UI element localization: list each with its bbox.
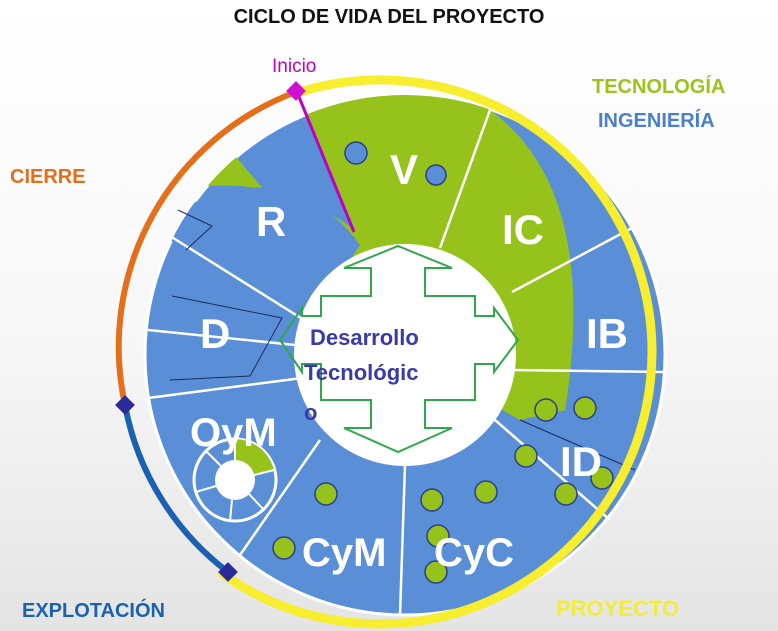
explotacion-label: EXPLOTACIÓN — [22, 600, 165, 622]
four-way-arrow-icon — [278, 244, 520, 454]
green-dot — [474, 480, 498, 504]
segment-label-v: V — [390, 146, 418, 193]
center-text-line3: o — [304, 400, 317, 425]
green-dot — [272, 536, 296, 560]
segment-label-ic: IC — [502, 206, 544, 253]
green-region-top — [295, 95, 490, 355]
blue-dot — [344, 141, 368, 165]
separator-line — [438, 109, 492, 249]
separator-line — [511, 368, 665, 374]
segment-label-d: D — [200, 310, 230, 357]
separator-line — [511, 226, 633, 294]
green-dot — [420, 488, 444, 512]
orange-ring-arc — [115, 89, 298, 406]
separator-line — [169, 234, 305, 322]
center-text-line1: Desarrollo — [310, 325, 419, 350]
green-dot — [590, 466, 614, 490]
green-dot — [426, 524, 450, 548]
separator-line — [238, 439, 322, 556]
yellow-ring-arc — [217, 75, 657, 629]
separator-line — [494, 419, 611, 521]
segment-label-oym: OyM — [190, 411, 277, 455]
inner-outline — [177, 209, 213, 251]
separator-line — [147, 328, 296, 347]
cierre-label: CIERRE — [10, 166, 86, 188]
ingenieria-label: INGENIERÍA — [598, 110, 715, 132]
separator-line — [147, 376, 303, 400]
inicio-label: Inicio — [272, 56, 317, 77]
center-circle — [294, 244, 516, 466]
green-dot — [424, 560, 448, 584]
oym-wheel-icon — [192, 437, 278, 523]
tecnologia-label: TECNOLOGÍA — [592, 76, 726, 98]
green-dot — [554, 482, 578, 506]
segment-label-cyc: CyC — [434, 531, 514, 575]
proyecto-label: PROYECTO — [556, 596, 680, 621]
segment-label-ib: IB — [586, 310, 628, 357]
center-text-line2: Tecnológic — [304, 360, 419, 385]
inicio-diamond — [286, 81, 306, 101]
inner-outline — [519, 419, 636, 471]
separator-line — [398, 464, 407, 616]
page-title: CICLO DE VIDA DEL PROYECTO — [233, 6, 545, 28]
green-dot — [534, 398, 558, 422]
inicio-line — [295, 91, 356, 233]
segment-label-cym: CyM — [302, 531, 386, 575]
segment-label-id: ID — [560, 438, 602, 485]
green-dot — [314, 482, 338, 506]
inner-outline — [169, 295, 283, 381]
green-dot — [573, 396, 597, 420]
blue-ring-arc — [122, 404, 230, 575]
blue-dot — [425, 164, 447, 186]
segment-label-r: R — [256, 198, 286, 245]
explotacion-start-diamond — [115, 395, 135, 415]
green-dot — [514, 444, 538, 468]
